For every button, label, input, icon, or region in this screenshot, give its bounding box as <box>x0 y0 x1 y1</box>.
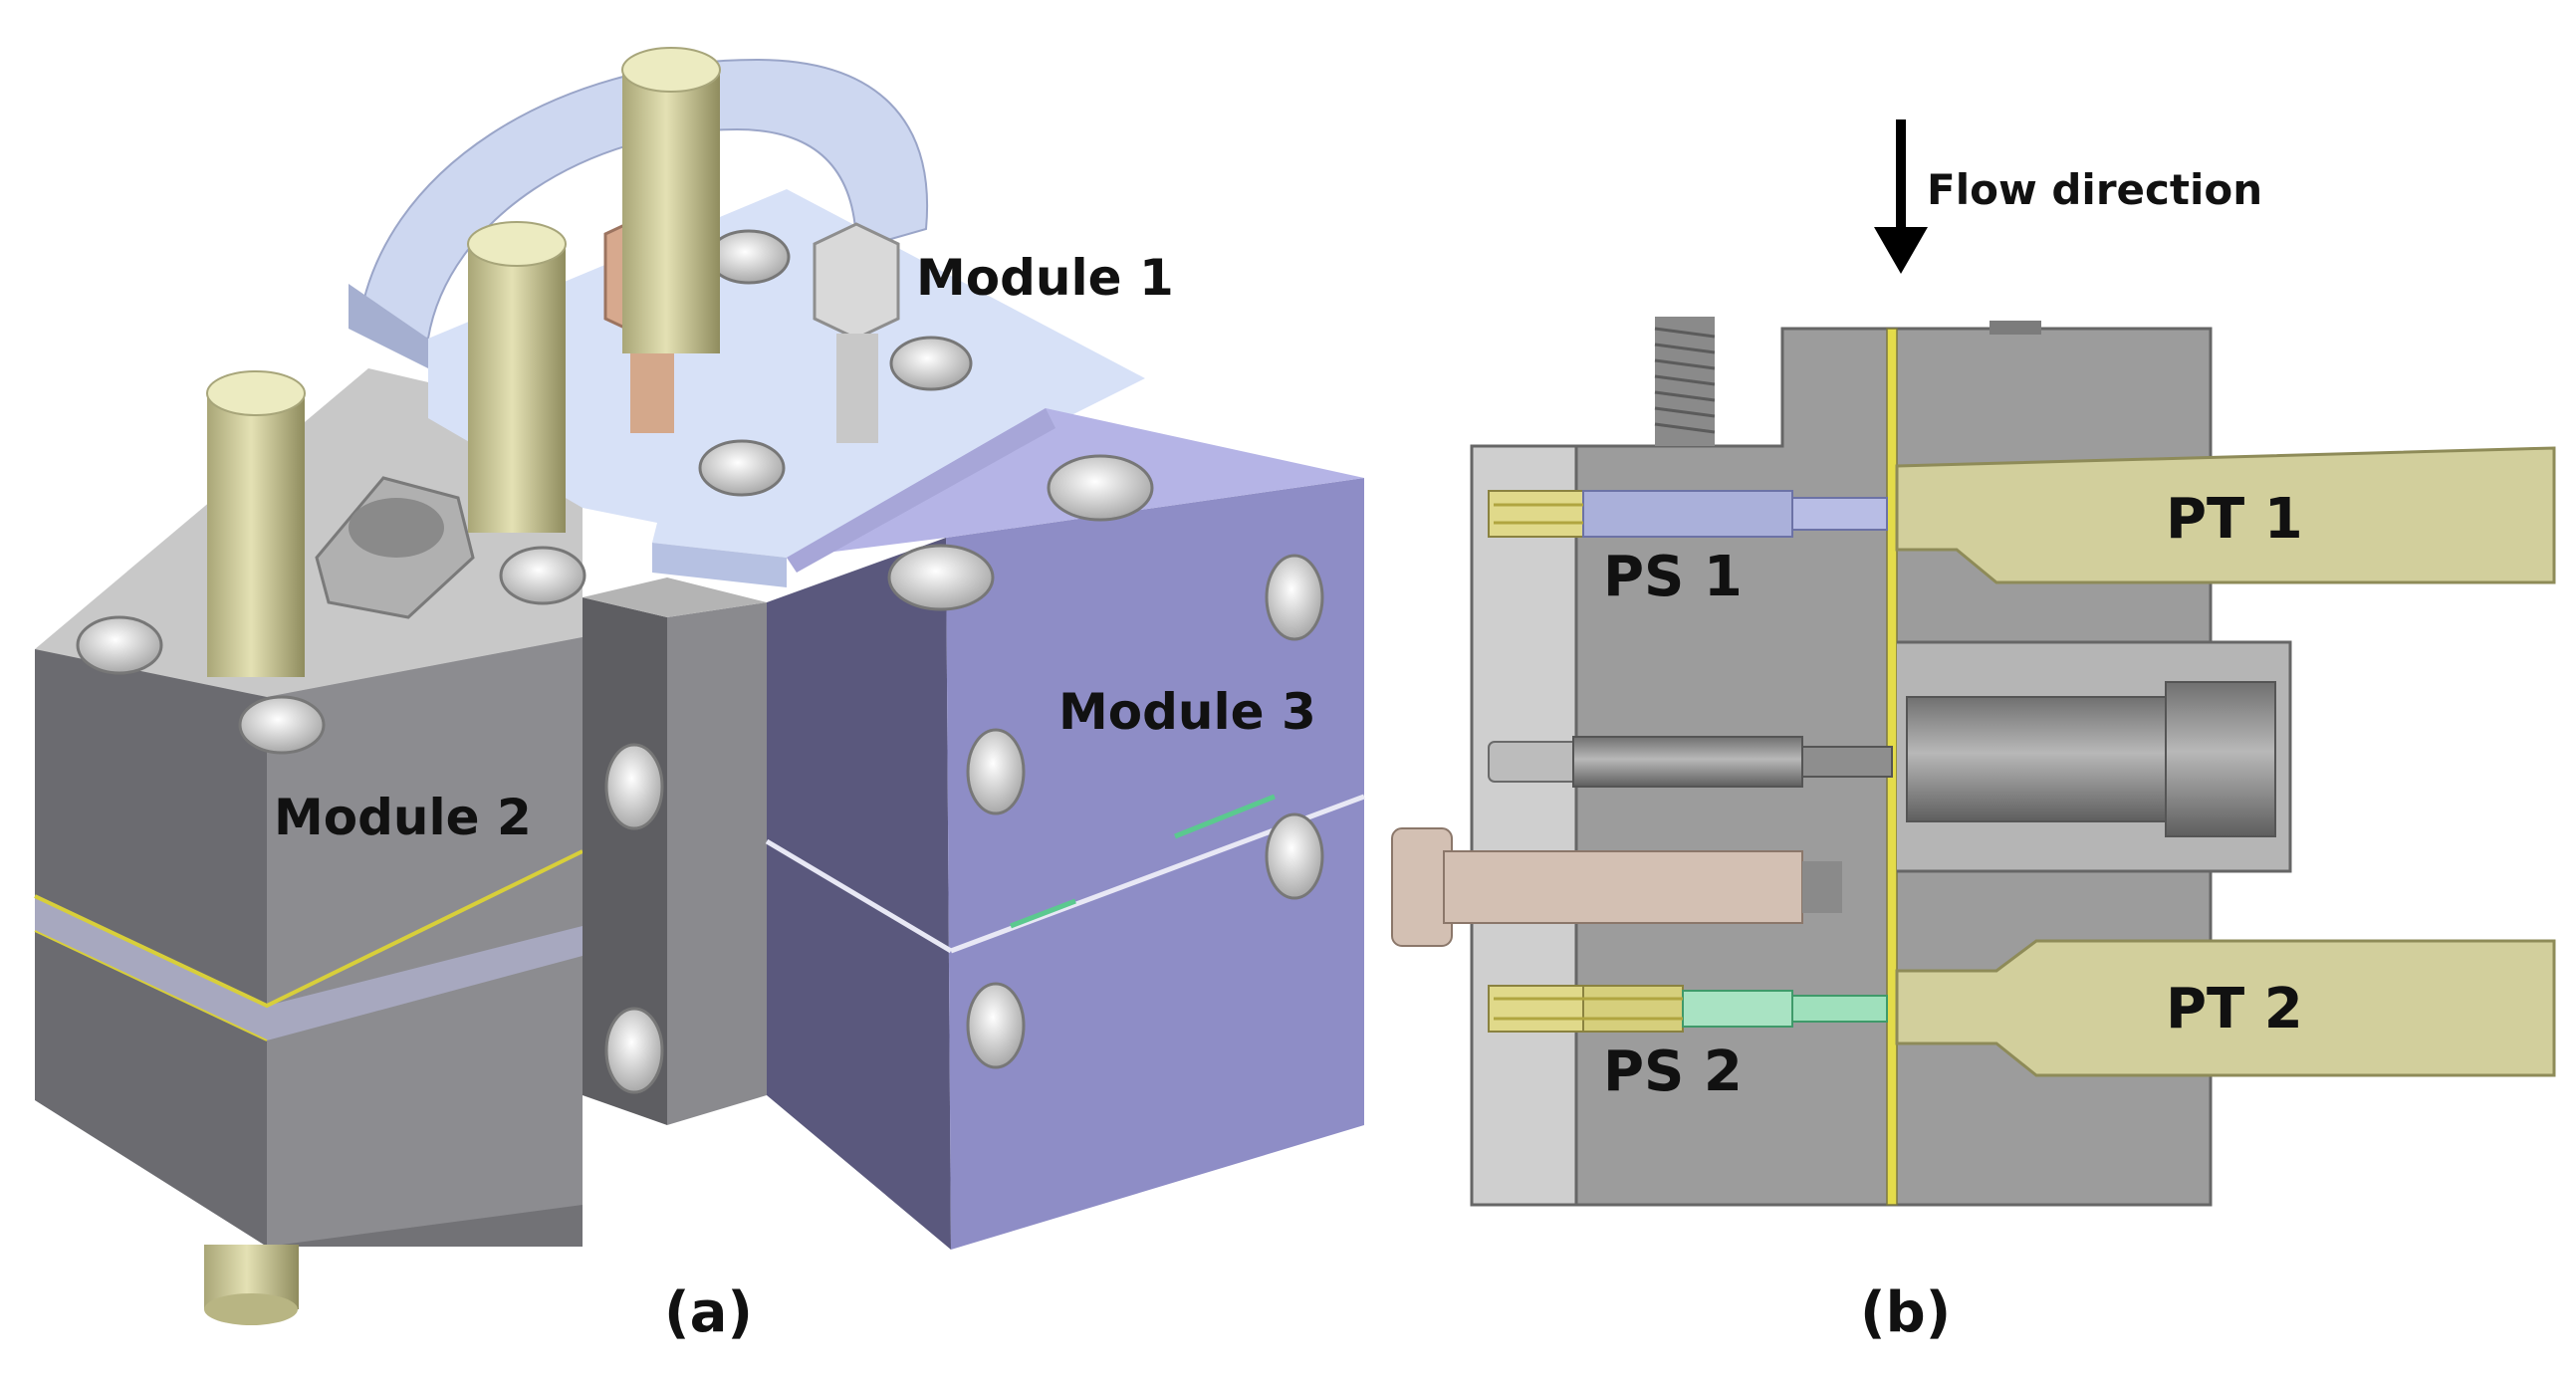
bolt-heads <box>76 229 1324 1094</box>
module-2-block <box>34 368 584 1247</box>
center-column <box>583 577 767 1125</box>
olive-rods <box>204 47 721 1325</box>
panel-a-caption: (a) <box>664 1280 753 1345</box>
right-cylinder <box>1897 640 2292 873</box>
module-1-label: Module 1 <box>916 249 1174 307</box>
panel-a-drawing: Module 1 Module 2 Module 3 (a) <box>34 47 1365 1345</box>
module-2-label: Module 2 <box>274 789 532 846</box>
pt1-transducer <box>1895 446 2556 584</box>
pt2-transducer <box>1895 939 2556 1077</box>
panel-b-caption: (b) <box>1860 1280 1951 1345</box>
ps1-sensor <box>1488 490 1888 538</box>
ps2-label: PS 2 <box>1603 1039 1743 1104</box>
tan-plunger <box>1391 827 1842 947</box>
flow-direction-label: Flow direction <box>1927 165 2262 214</box>
pt2-label: PT 2 <box>2166 977 2303 1041</box>
ps2-sensor <box>1488 985 1888 1033</box>
flow-direction-arrow <box>1874 119 1928 274</box>
threaded-stud <box>1654 317 1716 446</box>
panel-b-drawing: Flow direction <box>1391 119 2556 1345</box>
center-pin <box>1488 736 1893 788</box>
pt1-label: PT 1 <box>2166 487 2303 552</box>
module-3-label: Module 3 <box>1058 683 1316 741</box>
ps1-label: PS 1 <box>1603 545 1743 609</box>
hex-nut <box>315 476 475 619</box>
